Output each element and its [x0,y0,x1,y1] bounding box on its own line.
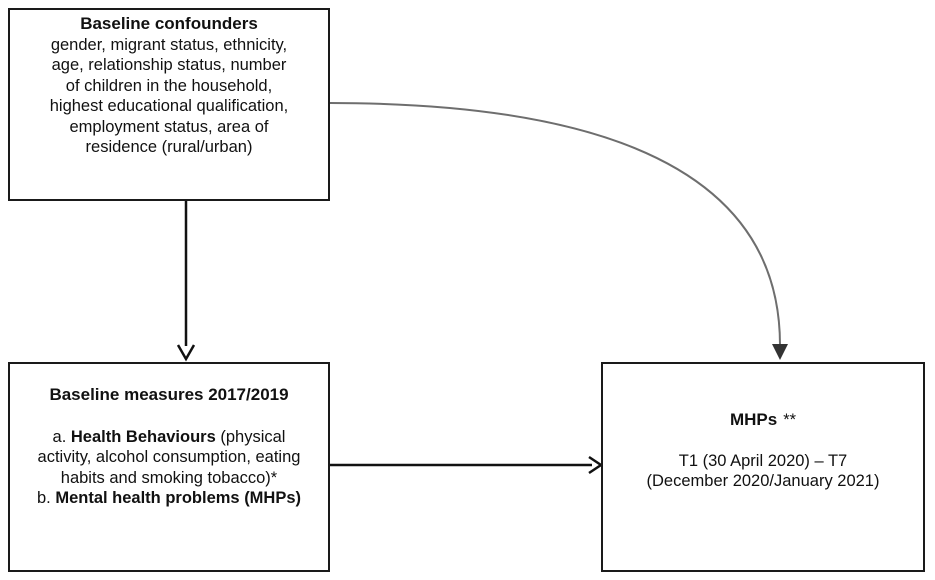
item-b-prefix: b. [36,489,56,507]
item-a-rest: (physical [215,427,286,446]
confounders-line: gender, migrant status, ethnicity, [50,35,288,54]
confounders-line: age, relationship status, number [51,56,287,74]
baseline-confounders-box: Baseline confounders gender, migrant sta… [8,8,330,201]
arrowhead-confounders-to-mhps [772,344,788,360]
baseline-item-a-line3: habits and smoking tobacco)* [60,468,278,487]
confounders-line: of children in the household, [65,76,273,95]
confounders-title: Baseline confounders [80,14,258,33]
confounders-line: employment status, area of [69,117,269,136]
mental-health-problems-label: Mental health problems (MHPs) [55,489,302,507]
baseline-title: Baseline measures 2017/2019 [49,385,289,404]
baseline-measures-box: Baseline measures 2017/2019 a. Health Be… [8,362,330,572]
baseline-item-b: b. Mental health problems (MHPs) [10,488,328,509]
confounders-line: residence (rural/urban) [85,138,253,156]
health-behaviours-label: Health Behaviours [70,427,216,446]
arrow-confounders-to-mhps [329,102,781,346]
baseline-item-a-line1: a. Health Behaviours (physical [10,427,328,448]
mhps-timepoints: T1 (30 April 2020) – T7 [678,451,848,470]
mhps-outcome-box: MHPs ** T1 (30 April 2020) – T7 (December… [601,362,925,572]
mhps-period: (December 2020/January 2021) [646,472,880,490]
confounders-line: highest educational qualification, [49,97,289,115]
item-a-prefix: a. [52,427,71,446]
mhps-footnote-mark: ** [783,411,797,429]
baseline-item-a-line2: activity, alcohol consumption, eating [37,448,301,466]
mhps-title: MHPs [729,410,778,429]
arrowhead-confounders-to-baseline [176,344,196,362]
mhps-title-row: MHPs ** [603,410,923,431]
